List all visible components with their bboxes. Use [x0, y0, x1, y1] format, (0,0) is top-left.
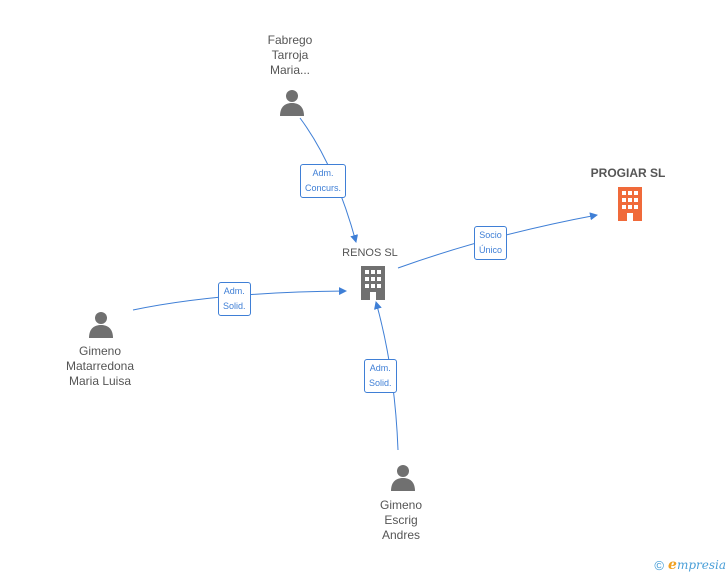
edge-label-line: Solid. [369, 378, 392, 388]
brand-name: mpresia [676, 558, 726, 572]
edge-label-line: Adm. [312, 168, 334, 178]
building-icon[interactable] [359, 266, 387, 300]
edge-label-adm-solid-left[interactable]: Adm. Solid. [218, 282, 251, 316]
building-icon[interactable] [615, 187, 645, 221]
name-line: Escrig [384, 513, 418, 527]
name-line: Fabrego [267, 33, 313, 47]
edge-label-adm-solid-bottom[interactable]: Adm. Solid. [364, 359, 397, 393]
edge-label-line: Concurs. [305, 183, 342, 193]
edge-label-line: Adm. [223, 286, 245, 296]
person-gimeno-escrig-label: Gimeno Escrig Andres [361, 498, 441, 543]
edge-label-line: Único [479, 245, 503, 255]
person-icon[interactable] [389, 463, 417, 491]
name-line: Andres [381, 528, 421, 542]
copyright-icon: © [654, 557, 665, 573]
name-line: Matarredona [65, 359, 135, 373]
name-line: Gimeno [78, 344, 122, 358]
edge-label-socio-unico[interactable]: Socio Único [474, 226, 508, 260]
edge-label-line: Adm. [369, 363, 391, 373]
company-progiar-label: PROGIAR SL [590, 166, 666, 180]
brand-logo[interactable]: empresia [668, 557, 726, 573]
name-line: Maria Luisa [68, 374, 132, 388]
person-icon[interactable] [87, 310, 115, 338]
footer-brand: © empresia [654, 557, 726, 573]
name-line: Maria... [269, 63, 310, 77]
edge-label-line: Solid. [223, 301, 246, 311]
person-fabrego-label: Fabrego Tarroja Maria... [258, 33, 322, 78]
edge-label-line: Socio [479, 230, 502, 240]
name-line: Tarroja [271, 48, 309, 62]
person-gimeno-matarredona-label: Gimeno Matarredona Maria Luisa [54, 344, 146, 389]
brand-initial: e [668, 557, 677, 573]
person-icon[interactable] [278, 88, 306, 116]
edge-label-adm-concurs[interactable]: Adm. Concurs. [300, 164, 347, 198]
name-line: Gimeno [379, 498, 423, 512]
company-renos-label: RENOS SL [342, 247, 398, 259]
